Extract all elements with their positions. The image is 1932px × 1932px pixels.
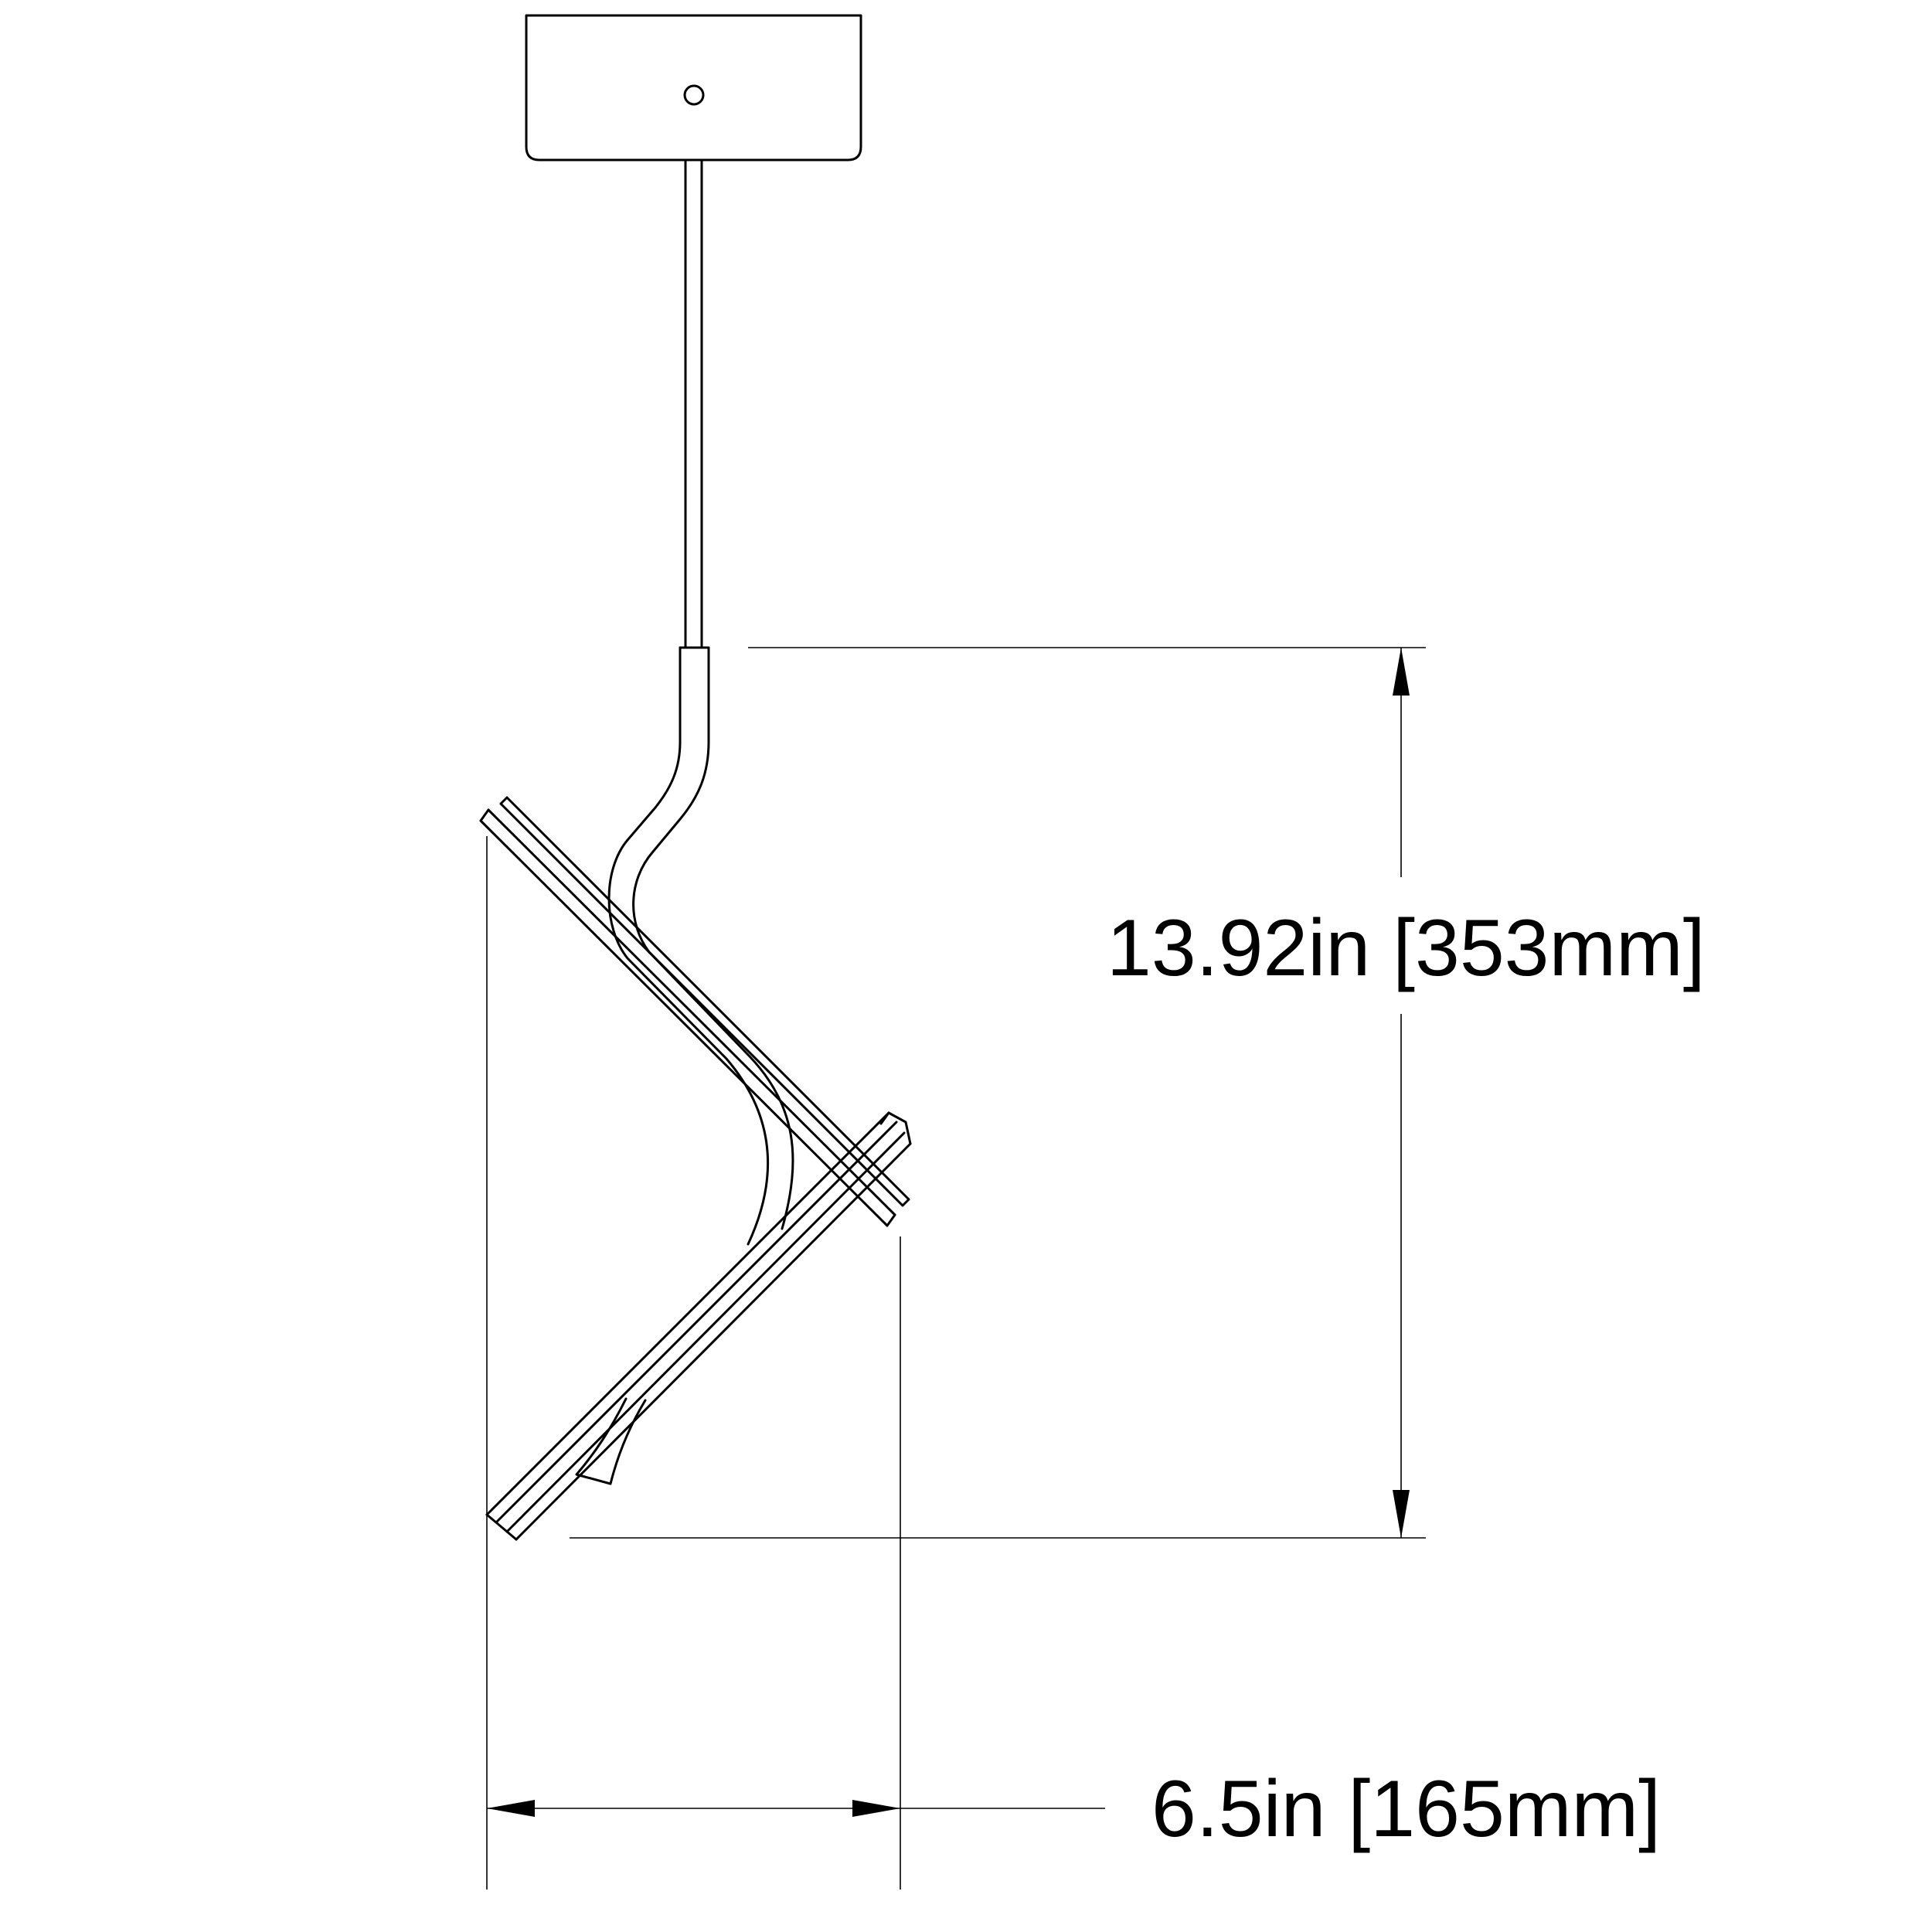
- canopy-screw-hole: [683, 84, 705, 106]
- upper-light-bar: [479, 796, 910, 1227]
- arrow-left-icon: [487, 1800, 535, 1817]
- width-dimension: 6.5in [165mm]: [486, 836, 1661, 1889]
- arrow-right-icon: [852, 1800, 900, 1817]
- arrow-up-icon: [1393, 648, 1410, 696]
- ceiling-canopy: [525, 14, 862, 162]
- width-label: 6.5in [165mm]: [1151, 1764, 1661, 1854]
- height-dimension: 13.92in [353mm]: [570, 647, 1706, 1539]
- curved-arm: [607, 646, 794, 1246]
- suspension-rod: [684, 158, 703, 649]
- height-label: 13.92in [353mm]: [1107, 903, 1706, 993]
- arrow-down-icon: [1393, 1490, 1410, 1538]
- lower-arm-fin: [575, 1397, 647, 1485]
- lower-light-bar: [485, 1111, 912, 1541]
